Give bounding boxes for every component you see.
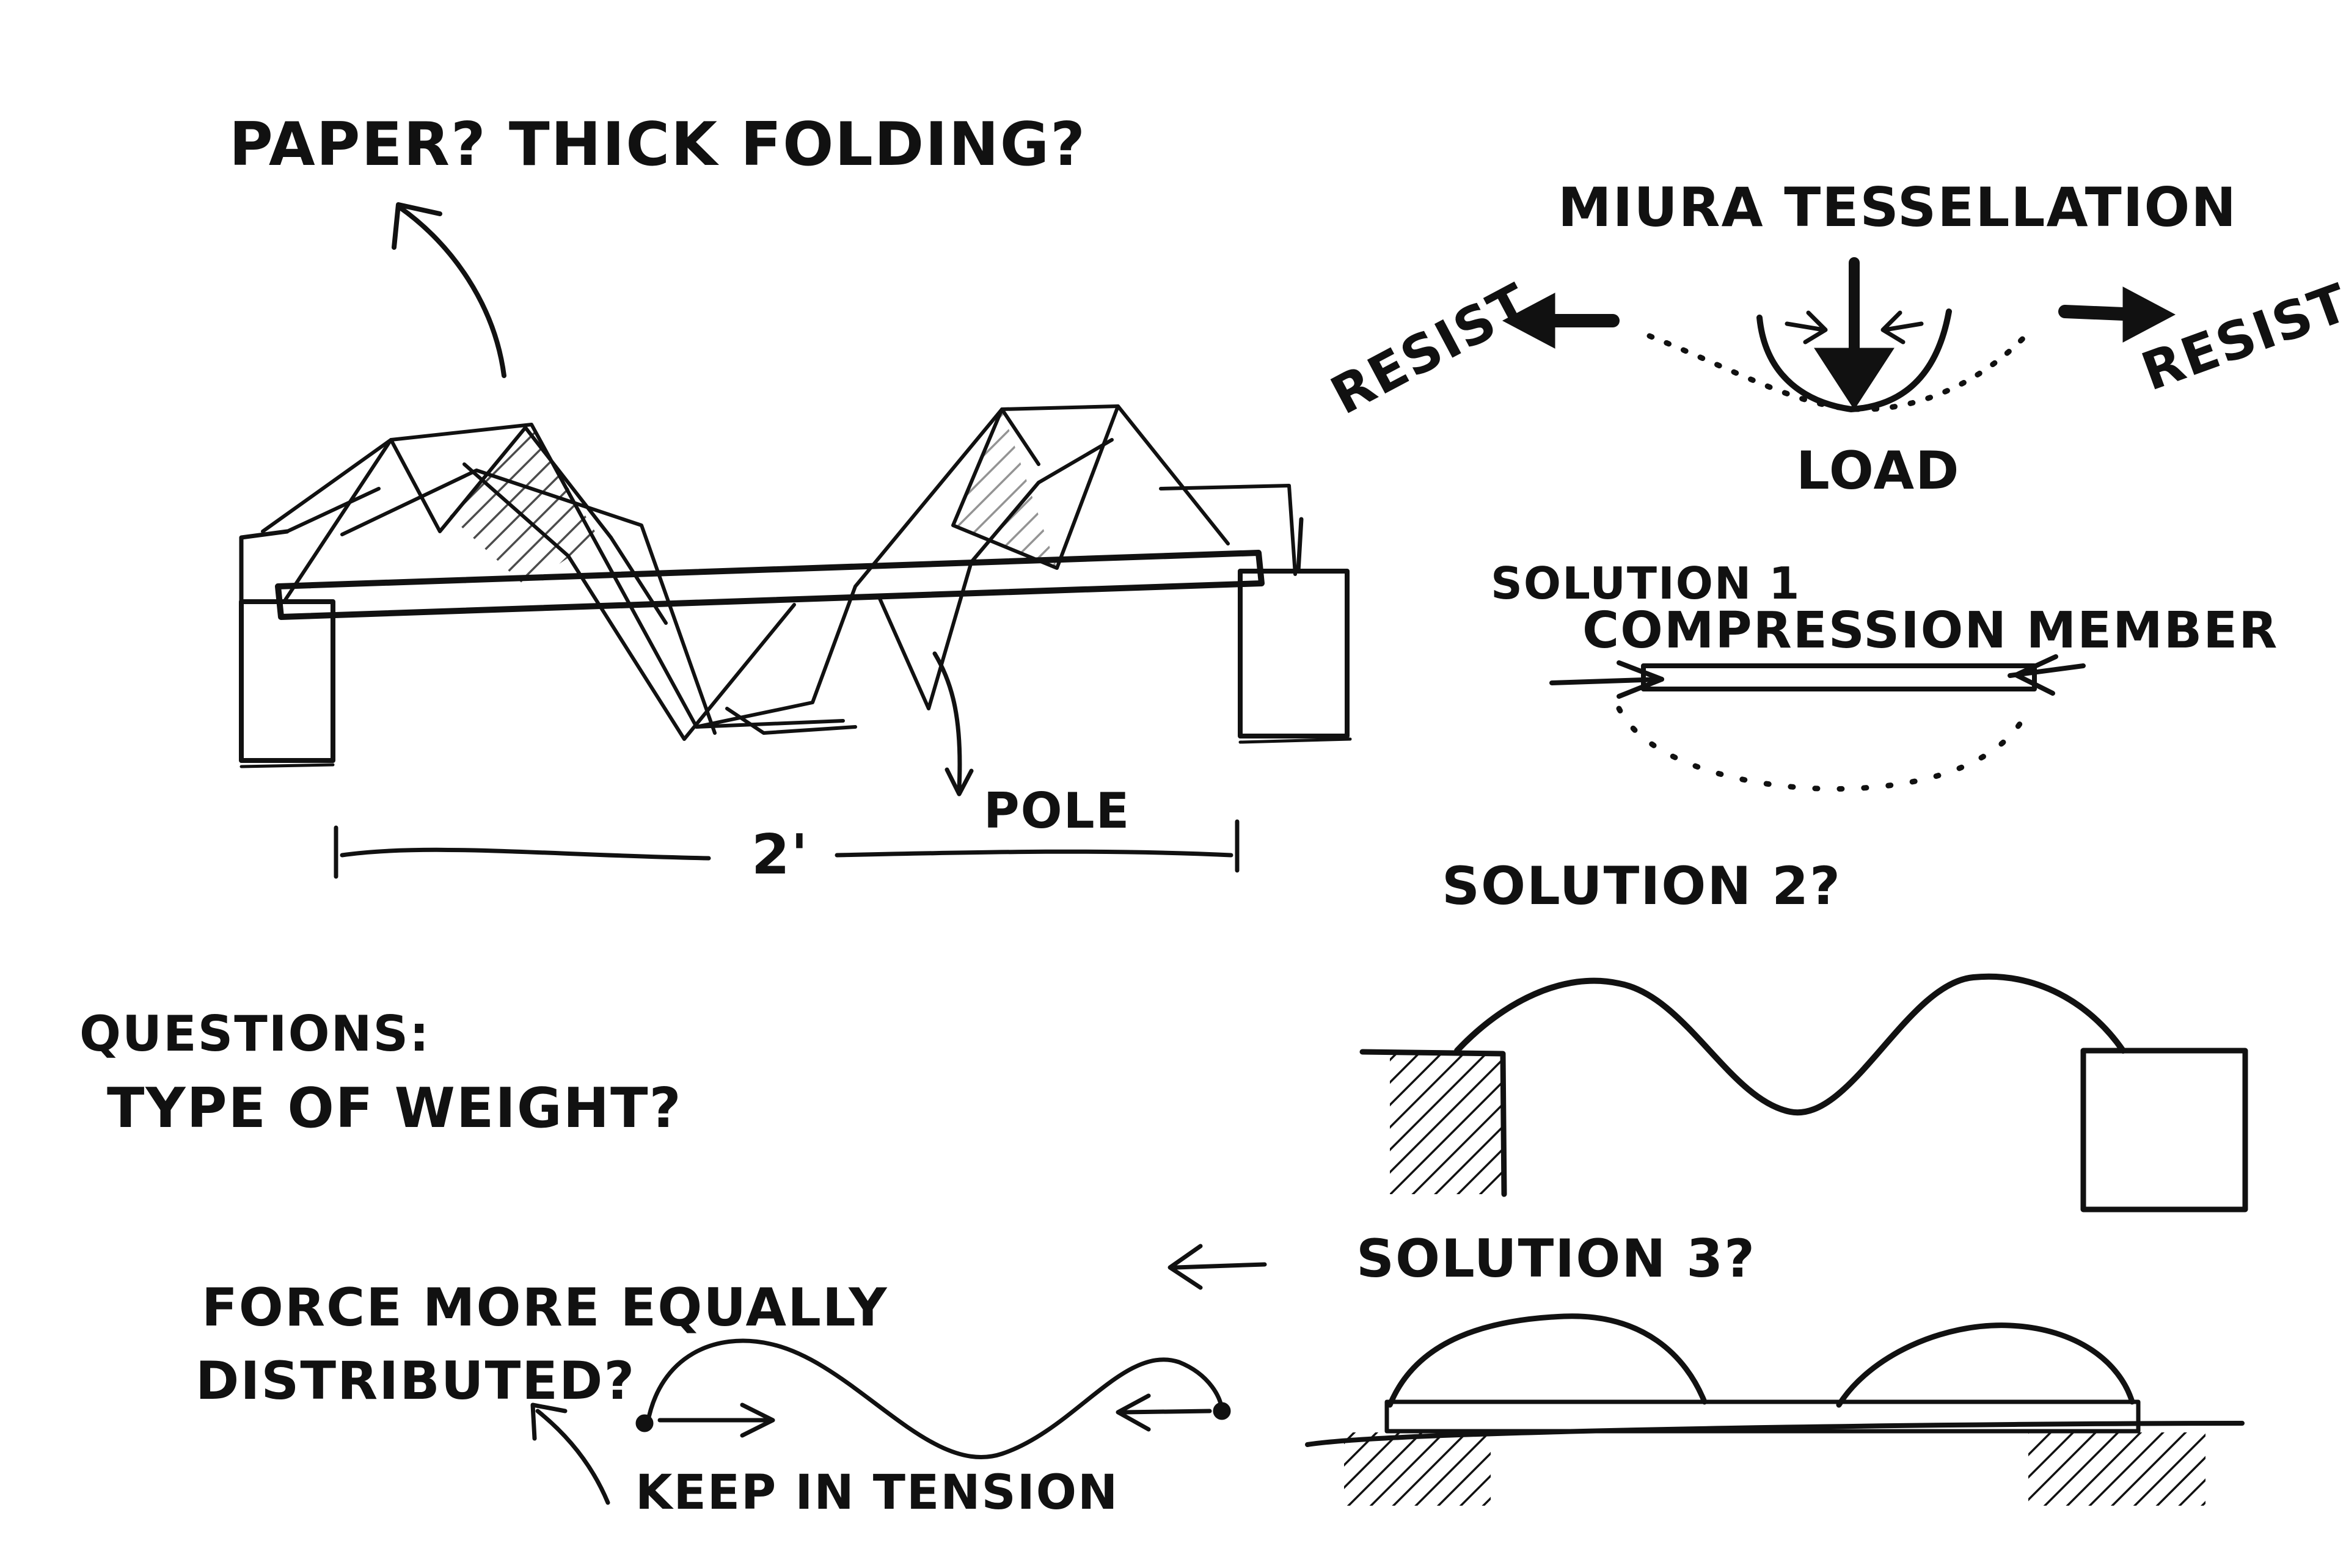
folded-structure xyxy=(261,404,1297,741)
type-of-weight-label: TYPE OF WEIGHT? xyxy=(107,1076,682,1140)
miura-force-diagram xyxy=(1502,257,2176,412)
distributed-arrow xyxy=(530,1402,610,1505)
solution3-label: SOLUTION 3? xyxy=(1356,1228,1756,1289)
paper-arrow xyxy=(392,202,506,378)
force-line1-label: FORCE MORE EQUALLY xyxy=(202,1277,888,1338)
span-dimension xyxy=(334,819,1240,879)
solution3-diagram xyxy=(1305,1313,2245,1506)
compression-member-label: COMPRESSION MEMBER xyxy=(1582,602,2278,660)
tension-diagram xyxy=(635,1338,1231,1459)
right-abutment xyxy=(1238,569,1350,738)
span-label: 2' xyxy=(751,823,809,887)
bridge-sketch xyxy=(239,404,1352,768)
pole-label: POLE xyxy=(984,782,1130,839)
left-abutment xyxy=(239,599,335,763)
paper-question-label: PAPER? THICK FOLDING? xyxy=(229,110,1086,180)
pole-arrow xyxy=(932,651,974,797)
resist-left-label: RESIST xyxy=(1321,272,1540,426)
bridge-deck xyxy=(275,550,1265,620)
keep-in-tension-label: KEEP IN TENSION xyxy=(635,1465,1119,1520)
compression-member-diagram xyxy=(1549,654,2086,792)
solution2-diagram xyxy=(1359,973,2248,1212)
force-line2-label: DISTRIBUTED? xyxy=(196,1351,635,1412)
load-label: LOAD xyxy=(1796,440,1960,501)
resist-right-label: RESIST xyxy=(2134,272,2346,403)
solution3-arrow xyxy=(1168,1244,1267,1290)
questions-label: QUESTIONS: xyxy=(79,1005,430,1062)
solution2-label: SOLUTION 2? xyxy=(1442,856,1841,917)
miura-label: MIURA TESSELLATION xyxy=(1558,176,2237,239)
solution1-label: SOLUTION 1 xyxy=(1491,558,1800,609)
